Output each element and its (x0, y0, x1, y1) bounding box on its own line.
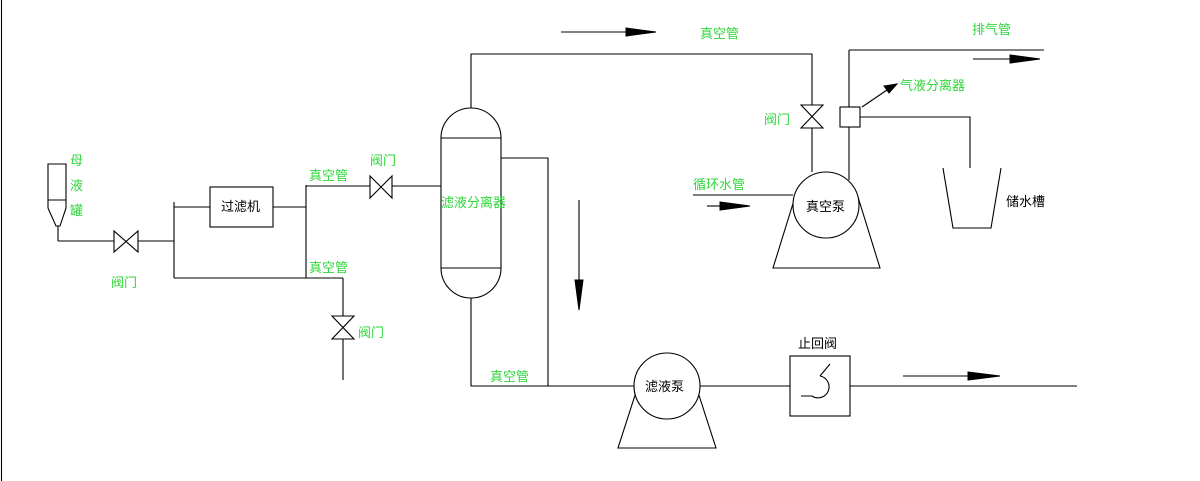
vacuum-pump-label: 真空泵 (806, 200, 845, 215)
valve-2-label: 阀门 (370, 154, 396, 169)
mother-liquor-tank (47, 163, 67, 241)
flow-arrow-down (574, 200, 584, 311)
filter-box (209, 186, 274, 228)
flow-arrow-water (707, 201, 751, 211)
filtrate-separator-label: 滤液分离器 (441, 195, 506, 211)
vacuum-pipe-label-2: 真空管 (309, 261, 348, 276)
separator-side-pipe (501, 157, 549, 386)
filtrate-pump-label: 滤液泵 (645, 380, 684, 395)
flow-arrow-outlet (903, 371, 1001, 381)
vacuum-pipe-top-label: 真空管 (700, 27, 739, 42)
separator-bottom-pipe (470, 298, 640, 387)
gas-liquid-separator-label: 气液分离器 (900, 78, 965, 94)
water-tank-label: 储水槽 (1006, 195, 1045, 210)
mother-tank-label-3: 罐 (70, 204, 83, 219)
valve-4[interactable] (799, 104, 825, 129)
check-valve-label: 止回阀 (798, 337, 837, 352)
filtrate-separator (440, 107, 502, 299)
valve-1[interactable] (113, 229, 139, 254)
valve-3-label: 阀门 (358, 326, 384, 341)
filter-label: 过滤机 (221, 200, 260, 215)
exhaust-pipe-label: 排气管 (972, 22, 1011, 38)
valve-3[interactable] (330, 315, 356, 340)
top-vacuum-pipe (470, 53, 813, 108)
valve-2[interactable] (369, 174, 393, 200)
valve-4-label: 阀门 (764, 113, 790, 128)
mother-tank-label-1: 母 (70, 154, 83, 169)
flow-arrow-exhaust (973, 54, 1041, 64)
vacuum-pipe-label-1: 真空管 (309, 169, 348, 184)
valve-1-label: 阀门 (111, 276, 137, 291)
flow-arrow-top (561, 27, 657, 37)
vacuum-pump (772, 171, 881, 269)
gas-liquid-separator (839, 106, 861, 128)
pipe-to-water-tank (860, 116, 971, 168)
callout-arrow-separator (861, 83, 899, 108)
mother-tank-label-2: 液 (70, 179, 83, 194)
filtrate-pump (617, 352, 717, 449)
circulating-water-label: 循环水管 (693, 178, 745, 193)
check-valve (789, 355, 851, 417)
vacuum-pipe-bottom-label: 真空管 (490, 370, 529, 385)
water-storage-tank (942, 167, 1002, 229)
